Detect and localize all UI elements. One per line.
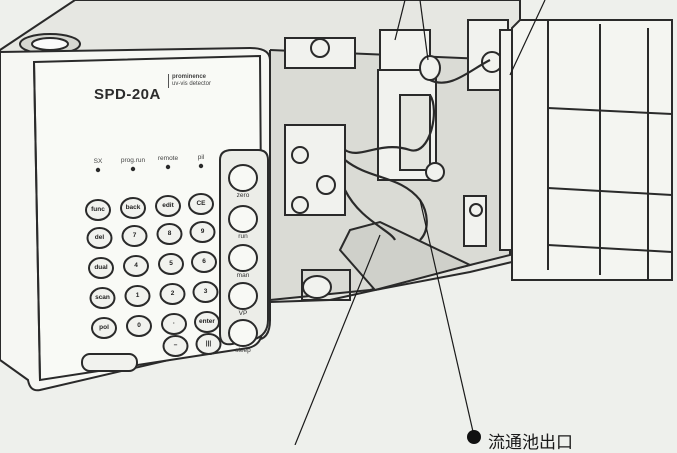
key-label-2-3: 6 <box>202 258 206 265</box>
key-label-5-3: ||| <box>205 340 212 347</box>
brand-line-2: uv-vis detector <box>172 81 212 87</box>
key-label-0-1: back <box>125 204 141 211</box>
indicator-label-3: pil <box>197 154 205 161</box>
key-label-4-3: enter <box>199 318 215 325</box>
key-label-0-3: CE <box>196 200 206 207</box>
key-2-3[interactable] <box>191 251 217 273</box>
side-button-0[interactable] <box>228 164 258 192</box>
key-label-1-0: del <box>94 234 105 241</box>
sleep-bar-key[interactable] <box>81 353 138 372</box>
key-label-4-1: 0 <box>137 322 141 329</box>
key-4-2[interactable] <box>161 313 187 335</box>
key-label-2-0: dual <box>94 264 108 271</box>
indicator-leds <box>95 163 204 173</box>
brand-line-1: prominence <box>172 74 207 80</box>
key-3-3[interactable] <box>192 281 219 303</box>
key-label-1-3: 9 <box>200 228 205 235</box>
key-4-0[interactable] <box>91 317 117 339</box>
key-2-2[interactable] <box>158 253 184 275</box>
keypad <box>85 193 222 357</box>
indicator-label-0: SX <box>93 158 103 165</box>
key-label-2-2: 5 <box>169 260 173 267</box>
model-name: SPD-20A <box>94 86 161 103</box>
key-1-0[interactable] <box>86 227 113 249</box>
key-label-3-1: 1 <box>135 292 140 299</box>
side-button-label-0: zero <box>236 192 250 199</box>
leader-lines <box>294 0 546 445</box>
side-button-label-4: sleep <box>235 347 251 354</box>
side-buttons <box>228 164 258 347</box>
key-label-3-3: 3 <box>203 288 208 295</box>
key-3-1[interactable] <box>124 285 151 307</box>
key-3-0[interactable] <box>89 287 116 309</box>
key-label-4-0: pol <box>99 324 109 331</box>
key-label-5-2: − <box>173 342 178 349</box>
key-0-0[interactable] <box>85 199 111 221</box>
key-4-3[interactable] <box>194 311 220 333</box>
side-button-3[interactable] <box>228 282 258 310</box>
key-1-1[interactable] <box>121 225 148 247</box>
key-5-3[interactable] <box>195 333 222 355</box>
side-button-label-3: VP <box>238 310 248 317</box>
key-1-2[interactable] <box>156 223 183 245</box>
key-label-2-1: 4 <box>134 262 138 269</box>
key-0-3[interactable] <box>188 193 214 215</box>
key-label-0-0: func <box>91 206 105 213</box>
key-label-3-0: scan <box>95 294 110 301</box>
key-3-2[interactable] <box>159 283 186 305</box>
brand-label: prominence uv-vis detector <box>168 74 244 88</box>
key-1-3[interactable] <box>189 221 216 243</box>
side-button-2[interactable] <box>228 244 258 272</box>
side-button-label-2: man <box>236 272 250 279</box>
key-4-1[interactable] <box>126 315 152 337</box>
indicator-label-1: prog.run <box>120 157 146 164</box>
key-5-2[interactable] <box>162 335 189 357</box>
indicator-label-2: remote <box>157 155 179 162</box>
internal-components <box>284 19 513 301</box>
key-label-0-2: edit <box>162 202 174 209</box>
side-button-4[interactable] <box>228 319 258 347</box>
side-button-1[interactable] <box>228 205 258 233</box>
outlet-callout-label: 流通池出口 <box>488 433 573 453</box>
cabinet-door-grid <box>511 19 673 281</box>
key-0-1[interactable] <box>120 197 146 219</box>
callout-dot <box>467 430 481 444</box>
key-2-0[interactable] <box>88 257 114 279</box>
key-label-3-2: 2 <box>170 290 175 297</box>
key-label-1-2: 8 <box>167 230 172 237</box>
top-port <box>19 33 81 55</box>
key-0-2[interactable] <box>155 195 181 217</box>
side-button-label-1: run <box>238 233 248 240</box>
key-label-1-1: 7 <box>132 232 137 239</box>
key-label-4-2: · <box>172 320 176 327</box>
key-2-1[interactable] <box>123 255 149 277</box>
